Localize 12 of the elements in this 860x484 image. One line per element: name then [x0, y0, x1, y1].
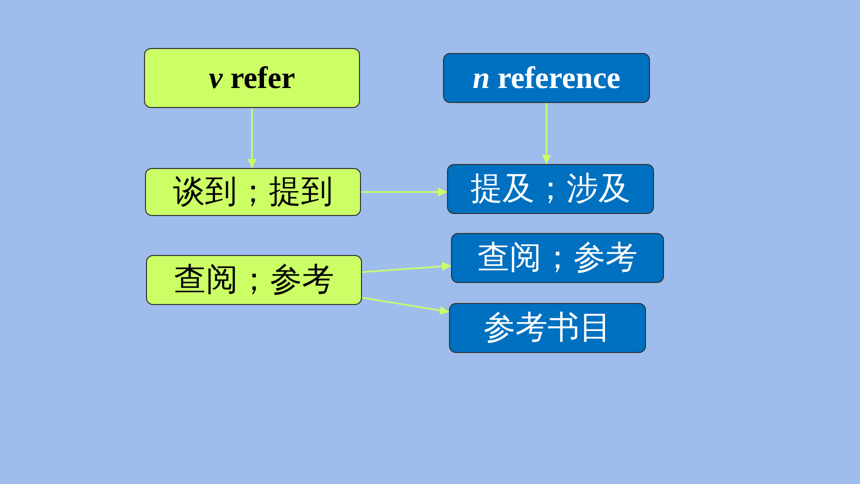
- arrow: [361, 188, 447, 196]
- arrow: [542, 103, 551, 164]
- word-box: 参考书目: [449, 303, 646, 353]
- word-box: 查阅；参考: [451, 233, 664, 283]
- word-box: v refer: [144, 48, 360, 108]
- arrow: [362, 262, 452, 273]
- word-box: 谈到；提到: [145, 168, 361, 216]
- word-box: n reference: [443, 53, 650, 103]
- word-box: 提及；涉及: [447, 164, 654, 214]
- arrow: [362, 296, 450, 315]
- word-box: 查阅；参考: [146, 255, 362, 305]
- arrow: [248, 108, 256, 168]
